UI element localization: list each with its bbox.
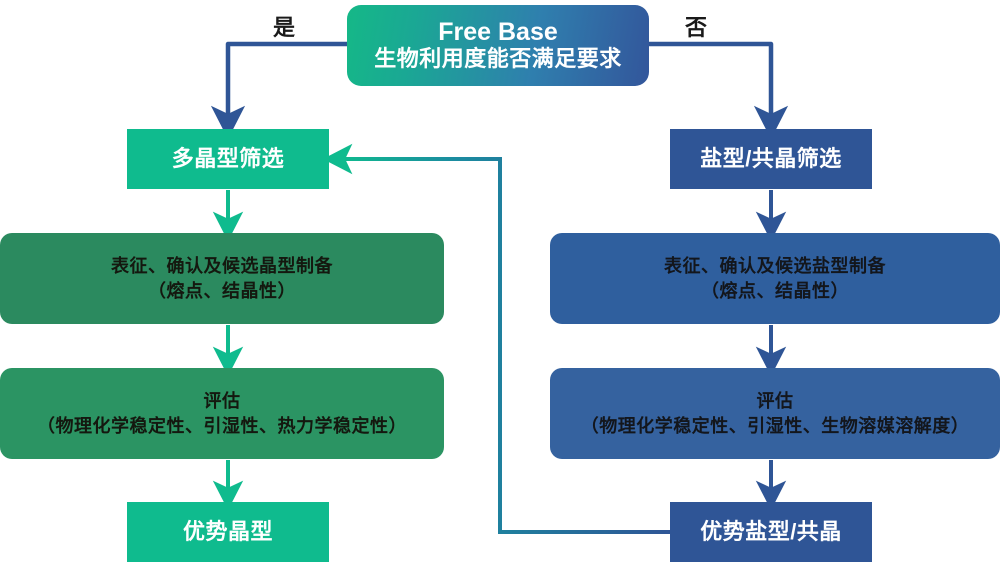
node-polymorph-screening[interactable]: 多晶型筛选 (127, 129, 329, 189)
node-polymorph-evaluation-line2: （物理化学稳定性、引湿性、热力学稳定性） (37, 415, 407, 436)
node-salt-characterization[interactable]: 表征、确认及候选盐型制备 （熔点、结晶性） (550, 233, 1000, 324)
node-polymorph-result[interactable]: 优势晶型 (127, 502, 329, 562)
node-polymorph-characterization-line1: 表征、确认及候选晶型制备 (111, 256, 333, 277)
node-salt-characterization-line2: （熔点、结晶性） (701, 280, 849, 301)
node-salt-evaluation-line1: 评估 (756, 391, 794, 412)
node-salt-evaluation[interactable]: 评估 （物理化学稳定性、引湿性、生物溶媒溶解度） (550, 368, 1000, 459)
node-salt-screening[interactable]: 盐型/共晶筛选 (670, 129, 872, 189)
node-polymorph-screening-label: 多晶型筛选 (171, 146, 285, 172)
node-salt-result-label: 优势盐型/共晶 (700, 519, 842, 545)
node-salt-characterization-line1: 表征、确认及候选盐型制备 (664, 256, 886, 277)
node-salt-screening-label: 盐型/共晶筛选 (700, 146, 842, 172)
node-free-base-title: Free Base (438, 18, 558, 47)
node-free-base-decision[interactable]: Free Base 生物利用度能否满足要求 (347, 5, 649, 86)
node-salt-evaluation-line2: （物理化学稳定性、引湿性、生物溶媒溶解度） (580, 415, 970, 436)
node-polymorph-result-label: 优势晶型 (182, 519, 273, 545)
branch-label-yes: 是 (273, 15, 296, 40)
node-polymorph-evaluation[interactable]: 评估 （物理化学稳定性、引湿性、热力学稳定性） (0, 368, 444, 459)
node-polymorph-characterization[interactable]: 表征、确认及候选晶型制备 （熔点、结晶性） (0, 233, 444, 324)
node-free-base-subtitle: 生物利用度能否满足要求 (374, 46, 622, 72)
connector-feedback-loop (322, 143, 670, 534)
connector-no-branch (649, 41, 789, 140)
connector-yes-branch (210, 41, 347, 140)
node-salt-result[interactable]: 优势盐型/共晶 (670, 502, 872, 562)
node-polymorph-characterization-line2: （熔点、结晶性） (148, 280, 296, 301)
branch-label-no: 否 (685, 15, 708, 40)
node-polymorph-evaluation-line1: 评估 (203, 391, 241, 412)
